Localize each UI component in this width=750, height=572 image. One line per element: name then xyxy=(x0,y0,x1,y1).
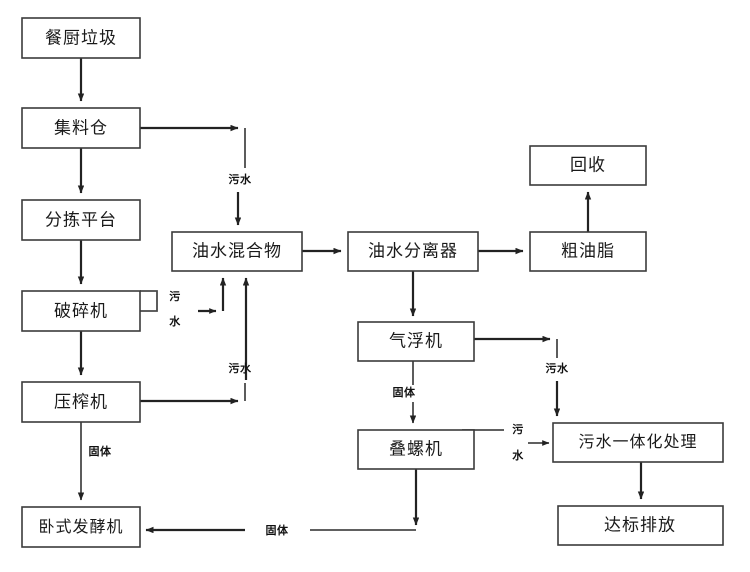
edge-label-sewage-from-press: 污水 xyxy=(229,361,252,375)
node-label-collection-bin: 集料仓 xyxy=(54,118,108,137)
node-label-wastewater-plant: 污水一体化处理 xyxy=(578,433,697,451)
edge-label-sewage-from-crusher-char1: 污 xyxy=(169,289,181,303)
node-discharge[interactable]: 达标排放 xyxy=(557,505,724,546)
edge-layer xyxy=(77,58,645,534)
node-collection-bin[interactable]: 集料仓 xyxy=(21,107,141,149)
node-label-crude-oil: 粗油脂 xyxy=(561,241,615,260)
node-wastewater-plant[interactable]: 污水一体化处理 xyxy=(552,422,724,463)
node-label-sorting-platform: 分拣平台 xyxy=(45,210,117,229)
node-label-discharge: 达标排放 xyxy=(604,515,676,534)
edge-crusher-sewage-stub xyxy=(140,290,158,312)
node-label-oil-water-mix: 油水混合物 xyxy=(192,241,282,260)
node-kitchen-waste[interactable]: 餐厨垃圾 xyxy=(21,17,141,59)
node-label-crusher: 破碎机 xyxy=(54,301,108,320)
edge-label-sewage-from-screw-press-char1: 污 xyxy=(512,422,524,436)
node-label-recycle: 回收 xyxy=(570,155,606,174)
node-screw-press[interactable]: 叠螺机 xyxy=(357,429,475,470)
node-label-kitchen-waste: 餐厨垃圾 xyxy=(45,28,117,47)
node-oil-water-separator[interactable]: 油水分离器 xyxy=(347,231,479,272)
node-label-fermenter: 卧式发酵机 xyxy=(38,518,123,536)
node-label-press: 压榨机 xyxy=(54,392,108,411)
node-press[interactable]: 压榨机 xyxy=(21,381,141,423)
node-air-flotation[interactable]: 气浮机 xyxy=(357,321,475,362)
edge-label-layer: 污水 污 水 污水 污水 污 水 固体 固体 固体 xyxy=(89,172,569,537)
edge-label-sewage-from-air-flotation: 污水 xyxy=(546,361,569,375)
edge-label-sewage-from-screw-press-char2: 水 xyxy=(512,448,524,462)
node-label-air-flotation: 气浮机 xyxy=(389,331,443,350)
node-crude-oil[interactable]: 粗油脂 xyxy=(529,231,647,272)
node-fermenter[interactable]: 卧式发酵机 xyxy=(21,506,141,548)
edge-label-solid-from-press: 固体 xyxy=(89,444,112,458)
edge-label-sewage-from-crusher-char2: 水 xyxy=(169,314,181,328)
edge-label-solid-from-air-flotation: 固体 xyxy=(393,385,416,399)
node-crusher[interactable]: 破碎机 xyxy=(21,290,141,332)
edge-label-solid-to-fermenter: 固体 xyxy=(266,523,289,537)
node-label-oil-water-separator: 油水分离器 xyxy=(368,241,458,260)
node-sorting-platform[interactable]: 分拣平台 xyxy=(21,199,141,241)
node-oil-water-mix[interactable]: 油水混合物 xyxy=(171,231,303,272)
node-recycle[interactable]: 回收 xyxy=(529,145,647,186)
node-layer: 餐厨垃圾 集料仓 分拣平台 破碎机 压榨机 卧式发酵机 油水混合物 xyxy=(21,17,724,548)
node-label-screw-press: 叠螺机 xyxy=(389,439,443,458)
edge-label-sewage-from-collection-bin: 污水 xyxy=(229,172,252,186)
